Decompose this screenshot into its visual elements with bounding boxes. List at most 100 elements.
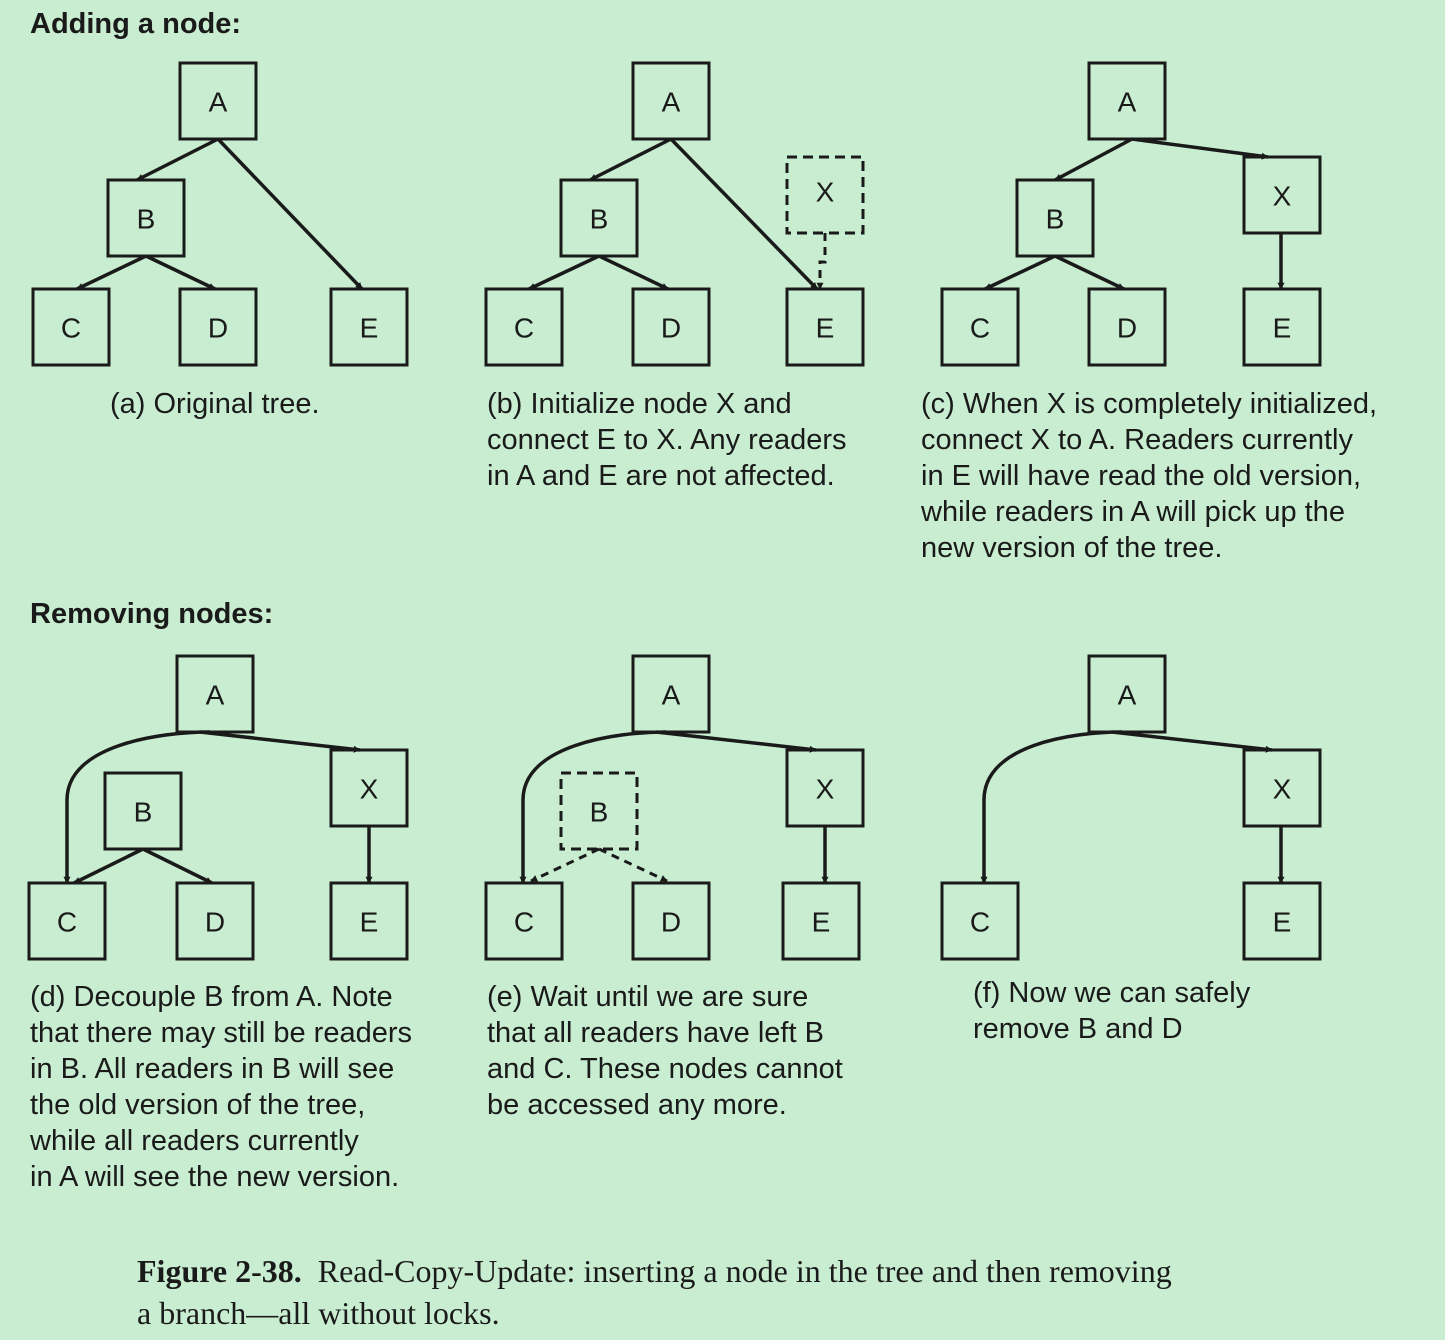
caption-b-line: (b) Initialize node X and <box>487 388 792 420</box>
node-label-f-X: X <box>1273 774 1292 805</box>
figure-caption-line-1: Figure 2-38. Read-Copy-Update: inserting… <box>137 1250 1317 1292</box>
node-c-A: A <box>1087 61 1167 141</box>
node-d-A: A <box>175 654 255 734</box>
node-f-E: E <box>1242 881 1322 961</box>
node-label-d-E: E <box>360 907 379 938</box>
caption-e-line: that all readers have left B <box>487 1017 824 1049</box>
edge-c-B-C <box>984 254 1056 291</box>
section-title-removing: Removing nodes: <box>30 598 274 630</box>
node-a-E: E <box>329 287 409 367</box>
node-e-D: D <box>631 881 711 961</box>
caption-d-line: while all readers currently <box>30 1125 359 1157</box>
node-label-f-E: E <box>1273 907 1292 938</box>
node-d-D: D <box>175 881 255 961</box>
node-label-c-E: E <box>1273 313 1292 344</box>
caption-d-line: in A will see the new version. <box>30 1161 400 1193</box>
panel-d: A B X C D E <box>27 654 409 961</box>
caption-e: (e) Wait until we are sure that all read… <box>487 979 843 1123</box>
node-f-C: C <box>940 881 1020 961</box>
node-label-c-C: C <box>970 313 990 344</box>
node-f-X: X <box>1242 748 1322 828</box>
figure-text-1: Read-Copy-Update: inserting a node in th… <box>317 1253 1172 1289</box>
node-c-D: D <box>1087 287 1167 367</box>
caption-d-line: that there may still be readers <box>30 1017 413 1049</box>
caption-c-line: connect X to A. Readers currently <box>921 424 1353 456</box>
node-label-d-C: C <box>57 907 77 938</box>
node-label-a-B: B <box>137 204 156 235</box>
edge-b-B-D <box>598 254 669 291</box>
panel-f: A X C E <box>940 654 1322 961</box>
node-label-c-B: B <box>1046 204 1065 235</box>
node-label-f-A: A <box>1118 680 1137 711</box>
edge-e-B-D <box>598 847 668 883</box>
caption-a: (a) Original tree. <box>110 386 320 422</box>
node-d-E: E <box>329 881 409 961</box>
node-label-c-D: D <box>1117 313 1137 344</box>
node-label-a-C: C <box>61 313 81 344</box>
edge-f-A-X <box>1111 730 1273 753</box>
figure-label: Figure 2-38. <box>137 1253 302 1289</box>
node-d-C: C <box>27 881 107 961</box>
panel-b: A B X C D E <box>484 61 865 367</box>
caption-f-line: remove B and D <box>973 1013 1183 1045</box>
node-label-b-D: D <box>661 313 681 344</box>
node-label-b-X: X <box>816 177 835 208</box>
caption-b-line: connect E to X. Any readers <box>487 424 847 456</box>
node-e-B-stale: B <box>559 771 639 851</box>
node-label-a-E: E <box>360 313 379 344</box>
caption-c-line: new version of the tree. <box>921 532 1223 564</box>
node-b-D: D <box>631 287 711 367</box>
caption-e-line: and C. These nodes cannot <box>487 1053 843 1085</box>
edge-d-B-C <box>73 847 144 885</box>
node-label-b-B: B <box>590 204 609 235</box>
node-label-e-A: A <box>662 680 681 711</box>
caption-d-line: in B. All readers in B will see <box>30 1053 395 1085</box>
node-f-A: A <box>1087 654 1167 734</box>
edge-a-B-D <box>145 254 216 291</box>
edge-a-A-B <box>136 137 219 182</box>
node-c-X: X <box>1242 155 1322 235</box>
node-label-a-A: A <box>209 87 228 118</box>
caption-d-line: the old version of the tree, <box>30 1089 366 1121</box>
figure-text-2: a branch—all without locks. <box>137 1295 500 1331</box>
panel-c: A B X C D E <box>940 61 1322 367</box>
node-label-d-D: D <box>205 907 225 938</box>
edge-e-B-C <box>530 847 600 883</box>
node-label-b-C: C <box>514 313 534 344</box>
caption-d: (d) Decouple B from A. Note that there m… <box>30 979 412 1195</box>
edges-c <box>984 137 1285 291</box>
node-b-B: B <box>559 178 639 258</box>
edge-b-B-C <box>528 254 600 291</box>
edge-f-A-C <box>980 730 1123 884</box>
node-label-c-A: A <box>1118 87 1137 118</box>
edges-e <box>519 730 829 884</box>
caption-f-line: (f) Now we can safely <box>973 977 1251 1009</box>
node-c-E: E <box>1242 287 1322 367</box>
panel-e: A B X C D E <box>484 654 865 961</box>
node-label-c-X: X <box>1273 181 1292 212</box>
edge-a-A-E <box>216 137 364 291</box>
node-label-a-D: D <box>208 313 228 344</box>
caption-e-line: (e) Wait until we are sure <box>487 981 809 1013</box>
caption-b: (b) Initialize node X and connect E to X… <box>487 386 846 494</box>
node-label-f-C: C <box>970 907 990 938</box>
node-a-A: A <box>178 61 258 141</box>
edge-b-X-E-pending <box>816 233 827 290</box>
node-b-A: A <box>631 61 711 141</box>
edges-a <box>76 137 364 291</box>
node-a-C: C <box>31 287 111 367</box>
node-label-e-D: D <box>661 907 681 938</box>
edges-b <box>528 137 819 291</box>
node-d-B: B <box>103 771 183 851</box>
node-b-E: E <box>785 287 865 367</box>
node-label-d-A: A <box>206 680 225 711</box>
node-d-X: X <box>329 748 409 828</box>
node-e-X: X <box>785 748 865 828</box>
caption-a-line: (a) Original tree. <box>110 388 320 420</box>
node-label-e-X: X <box>816 774 835 805</box>
section-title-adding: Adding a node: <box>30 8 242 40</box>
edge-a-B-C <box>76 254 147 291</box>
node-e-E: E <box>781 881 861 961</box>
edge-c-A-B <box>1054 137 1133 182</box>
edge-b-A-E <box>669 137 819 291</box>
